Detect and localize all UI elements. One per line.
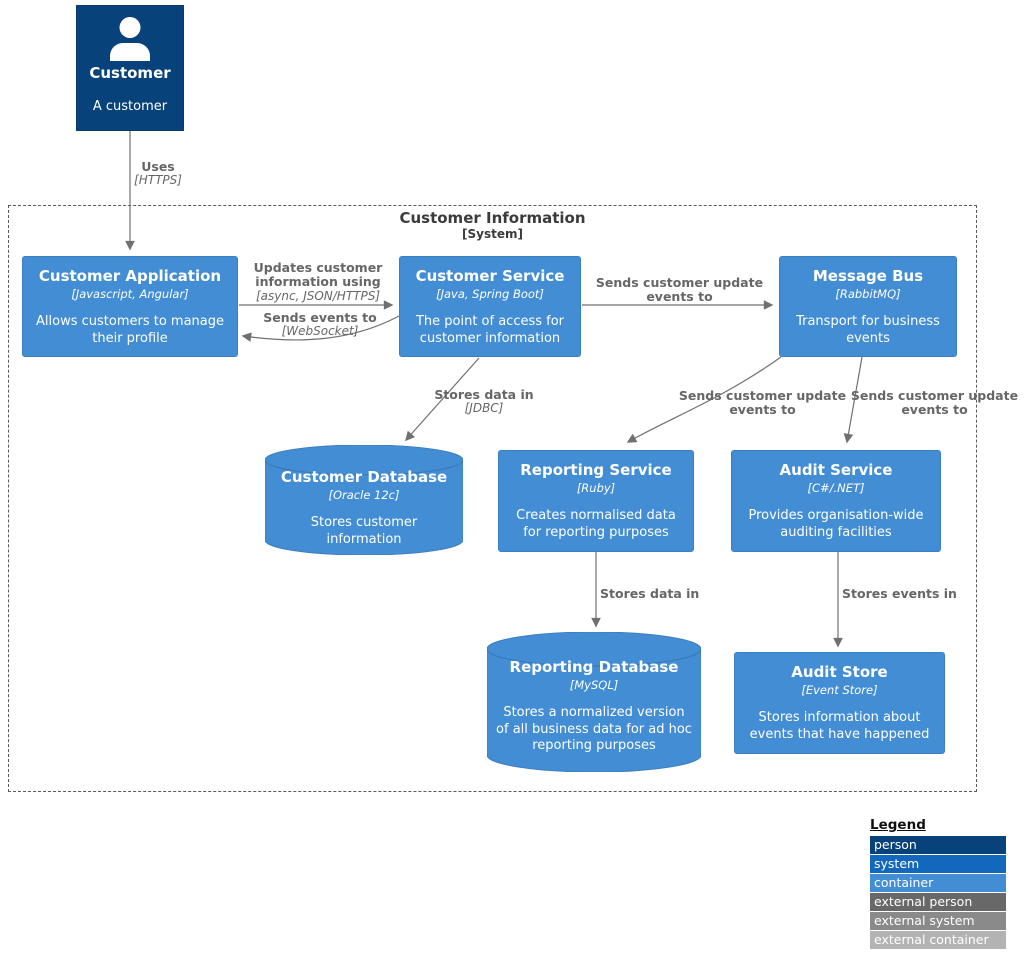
node-description: Stores a normalized version of all busin… [496,705,692,753]
legend-title: Legend [870,817,926,833]
node-title: Customer Service [415,267,565,285]
edge-label-updates-customer-information: Updates customer information using [asyn… [243,260,393,304]
node-message-bus: Message Bus [RabbitMQ] Transport for bus… [779,256,957,357]
edge-label-tech: [JDBC] [464,401,504,416]
edge-label-uses: Uses [HTTPS] [118,159,198,188]
edge-service-stores-db [405,357,480,442]
legend-item-external-person: external person [870,893,1006,911]
node-reporting-service: Reporting Service [Ruby] Creates normali… [498,450,694,552]
legend-item-system: system [870,855,1006,873]
edge-service-sends-events-app [241,315,400,342]
legend-item-person: person [870,836,1006,854]
node-audit-service: Audit Service [C#/.NET] Provides organis… [731,450,941,552]
node-technology: [RabbitMQ] [835,287,901,302]
node-customer-service: Customer Service [Java, Spring Boot] The… [399,256,581,357]
edge-label-stores-events-in: Stores events in [842,586,972,601]
node-technology: [C#/.NET] [807,481,865,496]
edge-label-sends-customer-update-events-bus: Sends customer update events to [592,275,767,305]
boundary-name: Customer Information [399,209,586,227]
database-cylinder-icon [487,632,701,772]
edge-label-tech: [async, JSON/HTTPS] [255,288,381,303]
edge-bus-sends-updates-audit [843,356,863,444]
node-title: Reporting Service [520,461,672,479]
node-technology: [Javascript, Angular] [71,287,189,302]
edge-bus-sends-updates-reporting [626,356,782,443]
edge-label-text: Sends customer update events to [850,388,1019,418]
legend-item-external-container: external container [870,931,1006,949]
node-title: Customer [89,64,171,82]
node-customer-database: Customer Database [Oracle 12c] Stores cu… [265,445,463,555]
legend: Legend person system container external … [870,817,1006,950]
node-description: Stores customer information [310,515,418,547]
boundary-title: Customer Information [System] [9,209,976,241]
node-description: Stores information about events that hav… [749,710,930,742]
node-technology: [Java, Spring Boot] [436,287,544,302]
edge-label-text: Updates customer information using [253,260,383,290]
database-cylinder-icon [265,445,463,555]
boundary-type: [System] [462,227,523,241]
system-boundary: Customer Information [System] [8,205,977,792]
edge-label-text: Sends customer update events to [595,275,764,305]
node-reporting-database: Reporting Database [MySQL] Stores a norm… [487,632,701,772]
node-customer-application: Customer Application [Javascript, Angula… [22,256,238,357]
edge-label-stores-data-in: Stores data in [600,586,720,601]
node-title: Reporting Database [509,658,679,676]
node-technology: [MySQL] [569,678,619,693]
node-description: Creates normalised data for reporting pu… [516,508,676,540]
node-technology: [Oracle 12c] [328,488,400,503]
edge-label-sends-events-to: Sends events to [WebSocket] [245,310,395,339]
node-title: Audit Service [779,461,893,479]
edge-label-stores-data-in-jdbc: Stores data in [JDBC] [429,387,539,416]
edge-label-text: Stores data in [434,387,534,402]
edge-label-sends-customer-update-events-audit: Sends customer update events to [847,388,1022,418]
node-title: Audit Store [791,663,888,681]
edge-label-sends-customer-update-events-reporting: Sends customer update events to [675,388,850,418]
person-icon [110,17,150,61]
node-title: Customer Application [38,267,222,285]
edge-label-tech: [WebSocket] [281,324,359,339]
node-technology: [Event Store] [801,683,878,698]
node-audit-store: Audit Store [Event Store] Stores informa… [734,652,945,754]
node-description: Transport for business events [796,314,940,346]
legend-item-external-system: external system [870,912,1006,930]
edge-label-tech: [HTTPS] [134,173,182,188]
edge-label-text: Sends customer update events to [678,388,847,418]
node-title: Message Bus [812,267,924,285]
node-customer-person: Customer A customer [76,5,184,131]
node-technology: [Ruby] [576,481,616,496]
node-description: The point of access for customer informa… [415,314,565,346]
edge-label-text: Sends events to [263,310,377,325]
edge-label-text: Stores data in [600,586,700,601]
node-description: Allows customers to manage their profile [36,314,224,346]
node-description: Provides organisation-wide auditing faci… [748,508,924,540]
edge-label-text: Uses [141,159,175,174]
node-title: Customer Database [280,468,448,486]
legend-item-container: container [870,874,1006,892]
node-description: A customer [92,99,168,115]
edge-label-text: Stores events in [842,586,957,601]
